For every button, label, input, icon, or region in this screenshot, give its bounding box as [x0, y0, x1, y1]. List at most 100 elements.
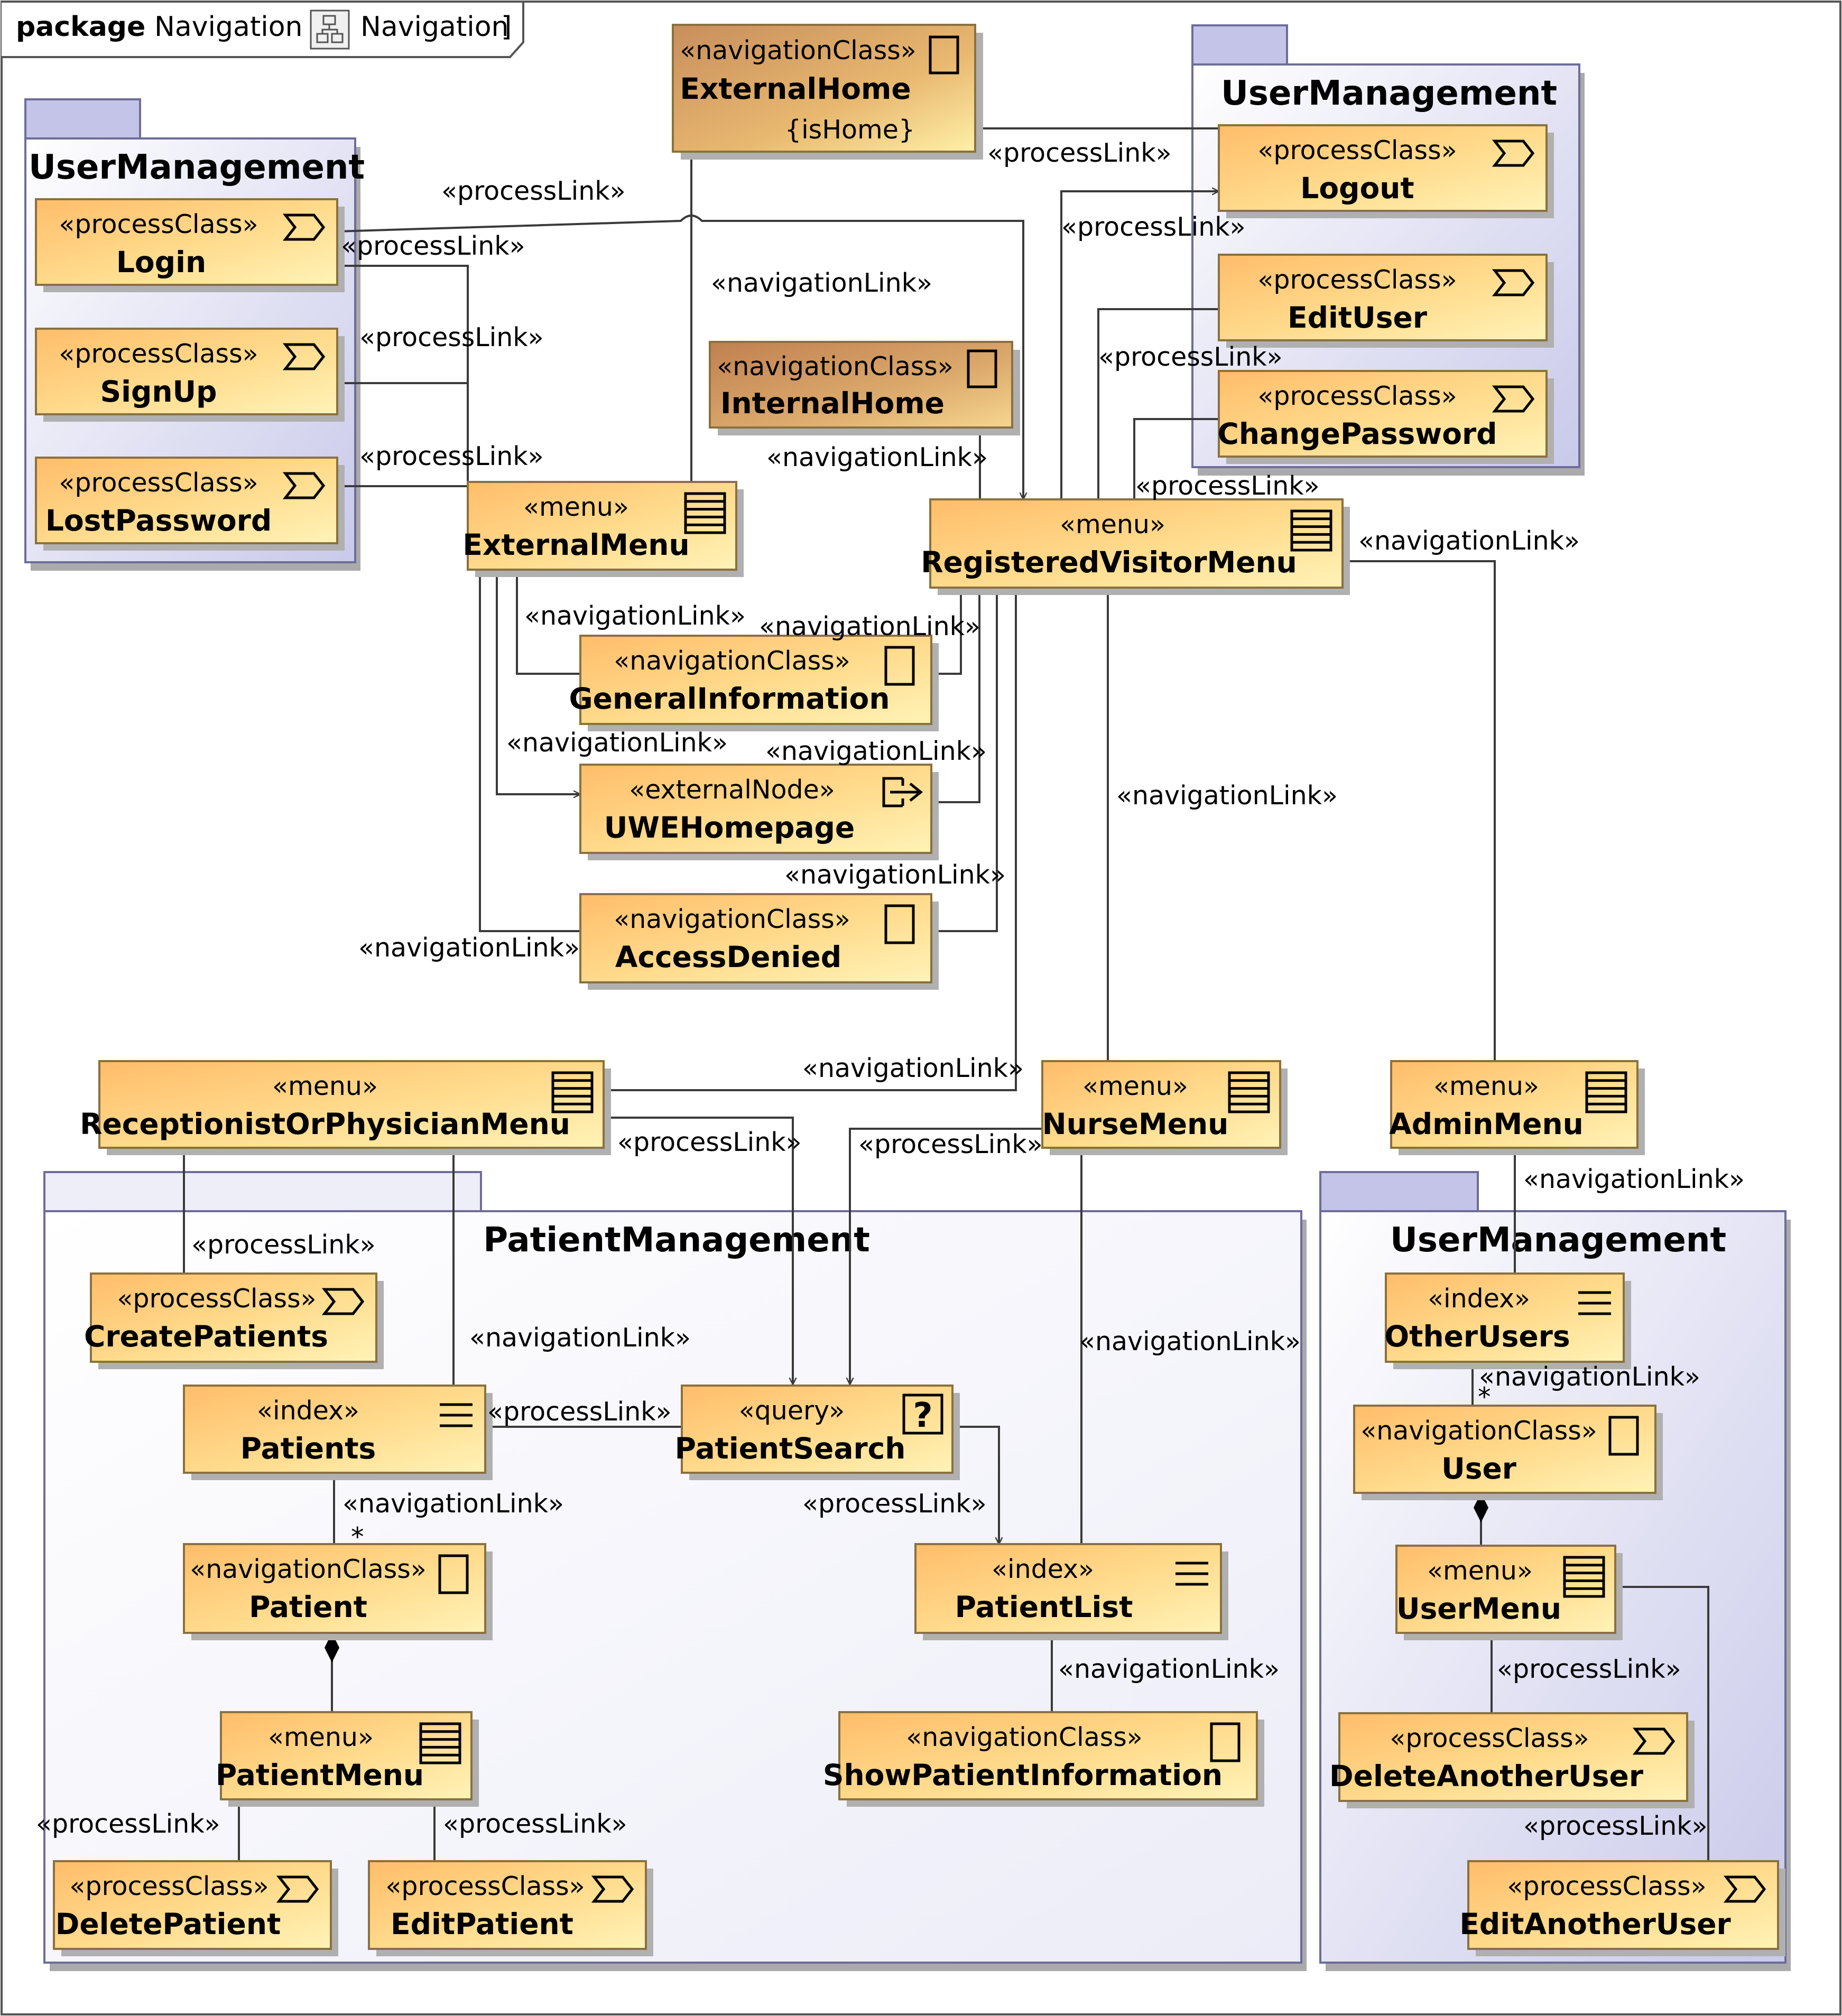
node-uwe-homepage[interactable]: «externalNode»UWEHomepage — [579, 764, 939, 860]
connectors — [183, 128, 1709, 1861]
edge-label: «processLink» — [1061, 212, 1246, 242]
multiplicity-label: * — [1478, 1382, 1491, 1412]
navigation-class-icon — [929, 35, 959, 75]
navigation-class-icon — [967, 349, 997, 388]
edge-nurse-search — [850, 1128, 1042, 1385]
node-admin-menu[interactable]: «menu» AdminMenu — [1389, 1060, 1645, 1155]
node-user-menu[interactable]: «menu»UserMenu — [1395, 1545, 1623, 1640]
node-name: UserMenu — [1396, 1592, 1561, 1625]
node-name: Patient — [249, 1590, 367, 1624]
edge-label: «navigationLink» — [1523, 1164, 1745, 1194]
node-delete-another-user[interactable]: «processClass»DeleteAnotherUser — [1329, 1712, 1695, 1808]
navigation-class-icon — [884, 646, 915, 686]
edge-rvm-geninfo — [931, 588, 962, 675]
node-stereotype: «externalNode» — [629, 775, 835, 805]
edge-label: «navigationLink» — [1116, 781, 1338, 811]
process-class-icon — [1492, 385, 1535, 413]
edge-label: «navigationLink» — [1358, 526, 1580, 556]
query-icon: ? — [902, 1393, 943, 1435]
edge-extmenu-access — [479, 570, 580, 932]
process-class-icon — [282, 213, 326, 241]
node-login[interactable]: «processClass» Login — [35, 198, 345, 292]
process-class-icon — [1492, 140, 1535, 167]
node-nurse-menu[interactable]: «menu» NurseMenu — [1041, 1060, 1288, 1155]
node-stereotype: «processClass» — [59, 209, 258, 239]
node-stereotype: «navigationClass» — [906, 1722, 1143, 1752]
edge-label: «processLink» — [802, 1489, 987, 1519]
node-logout[interactable]: «processClass»Logout — [1218, 124, 1554, 218]
edge-label: «processLink» — [341, 231, 525, 261]
edge-label: «navigationLink» — [358, 933, 580, 963]
edge-login-extmenu — [337, 265, 469, 485]
node-name: AdminMenu — [1389, 1107, 1584, 1141]
node-edit-another-user[interactable]: «processClass»EditAnotherUser — [1459, 1860, 1785, 1956]
index-icon — [1175, 1562, 1208, 1586]
edge-label: «navigationLink» — [1479, 1362, 1700, 1392]
index-icon — [440, 1403, 473, 1427]
node-stereotype: «menu» — [523, 492, 629, 522]
process-class-icon — [282, 472, 326, 499]
node-edit-user[interactable]: «processClass»EditUser — [1218, 254, 1554, 348]
node-name: User — [1441, 1452, 1516, 1485]
svg-text:{isHome}: {isHome} — [785, 115, 915, 145]
node-name: SignUp — [100, 375, 217, 408]
edge-label: «processLink» — [359, 441, 544, 471]
node-registered-visitor-menu[interactable]: «menu»RegisteredVisitorMenu — [921, 498, 1350, 595]
edge-label: «processLink» — [443, 1809, 627, 1839]
node-delete-patient[interactable]: «processClass»DeletePatient — [53, 1860, 338, 1956]
node-stereotype: «index» — [992, 1554, 1094, 1584]
node-external-menu[interactable]: «menu»ExternalMenu — [462, 481, 744, 577]
edge-rvm-logout — [1060, 191, 1219, 499]
process-class-icon — [1632, 1727, 1676, 1755]
node-edit-patient[interactable]: «processClass»EditPatient — [368, 1860, 653, 1956]
node-name: PatientList — [955, 1590, 1133, 1624]
edge-label: «navigationLink» — [524, 601, 746, 631]
node-name: ChangePassword — [1218, 417, 1497, 451]
node-stereotype: «processClass» — [1507, 1871, 1706, 1901]
node-patient-list[interactable]: «index» PatientList — [914, 1543, 1228, 1640]
node-create-patients[interactable]: «processClass»CreatePatients — [84, 1272, 384, 1369]
node-internal-home[interactable]: «navigationClass» InternalHome — [709, 341, 1020, 435]
node-name: NurseMenu — [1042, 1107, 1229, 1141]
edge-label: «navigationLink» — [759, 611, 980, 642]
node-stereotype: «menu» — [1433, 1071, 1539, 1101]
node-patient-menu[interactable]: «menu»PatientMenu — [216, 1711, 479, 1807]
node-patients[interactable]: «index»Patients — [183, 1385, 493, 1480]
node-change-password[interactable]: «processClass»ChangePassword — [1218, 370, 1554, 464]
node-access-denied[interactable]: «navigationClass»AccessDenied — [579, 893, 939, 990]
menu-icon — [1228, 1071, 1270, 1113]
node-name: EditUser — [1288, 301, 1427, 335]
process-class-icon — [276, 1875, 319, 1903]
menu-icon — [1585, 1071, 1627, 1113]
edge-label: «processLink» — [441, 176, 626, 206]
node-name: DeleteAnotherUser — [1329, 1759, 1643, 1793]
node-stereotype: «processClass» — [69, 1871, 269, 1901]
frame-keyword: package — [16, 11, 145, 43]
node-stereotype: «menu» — [1082, 1071, 1188, 1101]
node-show-patient-information[interactable]: «navigationClass»ShowPatientInformation — [823, 1711, 1264, 1807]
node-name: EditPatient — [391, 1907, 573, 1941]
node-signup[interactable]: «processClass» SignUp — [35, 328, 345, 422]
node-patient[interactable]: «navigationClass»Patient — [183, 1543, 493, 1640]
package-diagram-icon — [310, 10, 350, 50]
svg-text:InternalHome: InternalHome — [720, 386, 945, 420]
edge-label: «navigationLink» — [711, 268, 932, 298]
node-patient-search[interactable]: «query»PatientSearch? — [675, 1385, 960, 1480]
node-stereotype: «processClass» — [59, 468, 258, 498]
node-receptionist-menu[interactable]: «menu»ReceptionistOrPhysicianMenu — [80, 1060, 611, 1155]
node-stereotype: «navigationClass» — [1360, 1416, 1597, 1446]
edge-changepw-rvm — [1133, 418, 1219, 499]
node-lost-password[interactable]: «processClass»LostPassword — [35, 457, 345, 551]
svg-text:ExternalHome: ExternalHome — [680, 72, 911, 106]
node-user[interactable]: «navigationClass» User — [1353, 1405, 1663, 1500]
node-name: Login — [116, 245, 206, 279]
node-general-information[interactable]: «navigationClass»GeneralInformation — [569, 635, 939, 731]
node-stereotype: «navigationClass» — [614, 646, 850, 676]
node-external-home[interactable]: «navigationClass» ExternalHome {isHome} — [672, 24, 983, 160]
edge-login-rvm — [337, 215, 1023, 499]
node-stereotype: «processClass» — [59, 339, 258, 369]
node-other-users[interactable]: «index»OtherUsers — [1384, 1272, 1631, 1369]
external-node-icon — [882, 777, 923, 807]
